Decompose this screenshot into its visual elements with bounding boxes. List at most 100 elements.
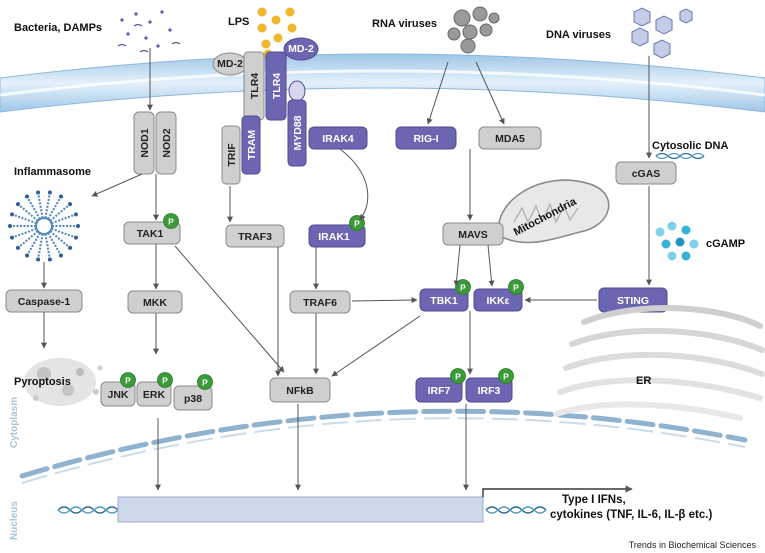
- trif-text: TRIF: [226, 143, 238, 167]
- nuclear-envelope: [19, 408, 748, 484]
- sting-text: STING: [617, 295, 649, 307]
- cgas-node: [615, 161, 677, 185]
- myd88-text: MYD88: [292, 115, 304, 150]
- tlr4-gray-text: TLR4: [249, 73, 261, 99]
- tak1-node: [123, 221, 181, 245]
- phospho-badge-tbk1: P: [455, 279, 471, 295]
- md2-right-text: MD-2: [288, 43, 314, 55]
- svg-text:P: P: [503, 372, 509, 382]
- irf3-node: [465, 377, 513, 403]
- inflammasome-icon: [8, 190, 80, 262]
- nfkb-text: NFkB: [286, 385, 314, 397]
- arrow-irak4-irak1: [339, 148, 369, 221]
- dna-viruses-label: DNA viruses: [546, 29, 611, 41]
- phospho-badge-p38: P: [197, 374, 213, 390]
- phospho-badges: P P P P P P P P P: [120, 213, 524, 390]
- cgamp-icon: [655, 221, 699, 261]
- er-icon: [553, 305, 765, 421]
- nucleus-label: Nucleus: [9, 501, 20, 540]
- tram-text: TRAM: [246, 130, 258, 161]
- mkk-text: MKK: [143, 297, 167, 309]
- arrow-nod-inflammasome: [91, 173, 143, 197]
- nod1-text: NOD1: [139, 128, 151, 157]
- svg-text:P: P: [125, 376, 131, 386]
- phospho-badge-irf7: P: [450, 368, 466, 384]
- arrow-tbk1-nfkb: [331, 315, 421, 377]
- dna-virus-icon: [631, 7, 693, 59]
- myd88-node: [287, 99, 307, 167]
- mavs-node: [442, 222, 504, 246]
- jnk-node: [100, 381, 136, 407]
- irf7-node: [415, 377, 463, 403]
- md2-left-text: MD-2: [217, 58, 243, 70]
- tram-node: [241, 115, 261, 175]
- mda5-text: MDA5: [495, 133, 525, 145]
- cgamp-label: cGAMP: [706, 238, 745, 250]
- pyroptosis-label: Pyroptosis: [14, 376, 71, 388]
- phospho-badge-tak1: P: [163, 213, 179, 229]
- cytoplasm-label: Cytoplasm: [9, 397, 20, 448]
- irak4-node: [308, 126, 368, 150]
- md2-right-node: [283, 37, 319, 61]
- cytosolic-dna-label: Cytosolic DNA: [652, 140, 728, 152]
- phospho-badge-jnk: P: [120, 372, 136, 388]
- svg-text:P: P: [162, 376, 168, 386]
- tlr4-purple-node: [265, 51, 287, 121]
- svg-text:P: P: [455, 372, 461, 382]
- arrow-traf6-tbk1: [351, 297, 418, 304]
- pyroptosis-icon: [24, 358, 103, 406]
- irf7-text: IRF7: [428, 385, 451, 397]
- rig-i-node: [395, 126, 457, 150]
- mavs-text: MAVS: [458, 229, 488, 241]
- tlr4-purple-text: TLR4: [271, 73, 283, 99]
- nod2-node: [155, 111, 177, 175]
- arrow-mavs-ikke: [487, 244, 495, 287]
- nod2-text: NOD2: [161, 128, 173, 157]
- cgas-text: cGAS: [632, 168, 661, 180]
- jnk-text: JNK: [107, 389, 128, 401]
- pathway-arrows: [41, 48, 652, 491]
- irak1-node: [308, 224, 366, 248]
- irak1-text: IRAK1: [318, 231, 350, 243]
- mitochondria-icon: [497, 179, 610, 244]
- tbk1-text: TBK1: [430, 295, 458, 307]
- output-line-1: Type I IFNs,: [562, 494, 626, 506]
- phospho-badge-irak1: P: [349, 215, 365, 231]
- gene-dna-region: [57, 485, 633, 523]
- erk-node: [136, 381, 172, 407]
- lps-label: LPS: [228, 16, 249, 28]
- plasma-membrane: [0, 53, 765, 113]
- svg-text:P: P: [513, 283, 519, 293]
- traf6-node: [289, 290, 351, 314]
- rna-virus-icon: [447, 6, 500, 54]
- irf3-text: IRF3: [478, 385, 501, 397]
- tbk1-node: [419, 288, 469, 312]
- arrow-tak1-nfkb: [174, 245, 285, 373]
- phospho-badge-ikke: P: [508, 279, 524, 295]
- svg-text:P: P: [354, 219, 360, 229]
- inflammasome-label: Inflammasome: [14, 166, 91, 178]
- trif-node: [221, 125, 241, 185]
- rna-viruses-label: RNA viruses: [372, 18, 437, 30]
- arrow-rna-rigi: [426, 61, 449, 125]
- traf6-text: TRAF6: [303, 297, 337, 309]
- nfkb-node: [269, 377, 331, 403]
- svg-text:P: P: [168, 217, 174, 227]
- mda5-node: [478, 126, 542, 150]
- ikke-node: [473, 288, 523, 312]
- ikke-text: IKKε: [486, 295, 509, 307]
- mkk-node: [127, 290, 183, 314]
- cytosolic-dna-icon: [655, 152, 705, 160]
- nod1-node: [133, 111, 155, 175]
- irak4-text: IRAK4: [322, 133, 354, 145]
- p38-node: [173, 385, 213, 411]
- traf3-node: [225, 224, 285, 248]
- caspase-1-text: Caspase-1: [18, 296, 71, 308]
- erk-text: ERK: [143, 389, 166, 401]
- journal-footer: Trends in Biochemical Sciences: [629, 540, 757, 550]
- arrow-mavs-tbk1: [453, 244, 461, 287]
- phospho-badge-irf3: P: [498, 368, 514, 384]
- tlr4-complex: MD-2 TLR4 TLR4 MD-2 MYD88 TRAM TRIF IRAK…: [212, 37, 368, 185]
- bacteria-damps-label: Bacteria, DAMPs: [14, 22, 102, 34]
